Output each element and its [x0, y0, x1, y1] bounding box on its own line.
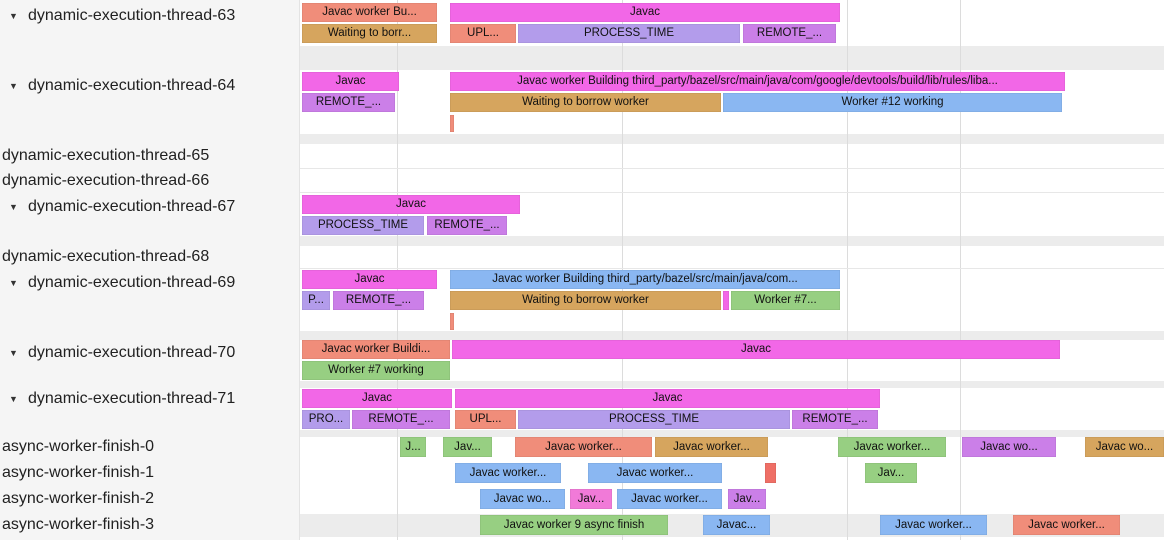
track-label-row: async-worker-finish-2	[2, 489, 154, 509]
track-label-panel: ▼ dynamic-execution-thread-63 ▼ dynamic-exe…	[0, 0, 300, 540]
trace-slice[interactable]: REMOTE_...	[792, 410, 878, 429]
track-label-row: dynamic-execution-thread-68	[2, 247, 209, 267]
trace-slice[interactable]: Javac worker...	[880, 515, 987, 535]
time-gridline	[847, 0, 848, 540]
trace-slice[interactable]: Javac worker Buildi...	[302, 340, 450, 359]
trace-slice[interactable]: REMOTE_...	[302, 93, 395, 112]
trace-slice[interactable]: Worker #7...	[731, 291, 840, 310]
trace-slice[interactable]: Javac worker...	[588, 463, 722, 483]
track-spacer-band	[300, 381, 1164, 388]
trace-slice[interactable]: Jav...	[865, 463, 917, 483]
track-name: dynamic-execution-thread-64	[28, 77, 236, 94]
trace-slice-tick[interactable]	[450, 115, 454, 132]
expander-triangle-icon[interactable]: ▼	[9, 278, 18, 288]
trace-slice[interactable]: Javac	[302, 270, 437, 289]
trace-slice[interactable]: Javac	[450, 3, 840, 22]
track-label-row[interactable]: ▼ dynamic-execution-thread-69	[0, 273, 235, 293]
trace-slice[interactable]: J...	[400, 437, 426, 457]
track-spacer-band	[300, 134, 1164, 144]
trace-slice[interactable]: P...	[302, 291, 330, 310]
expander-triangle-icon[interactable]: ▼	[9, 81, 18, 91]
track-label-row: dynamic-execution-thread-66	[2, 171, 209, 191]
trace-slice[interactable]: Javac worker...	[515, 437, 652, 457]
trace-slice[interactable]: Javac worker...	[838, 437, 946, 457]
track-spacer-band	[300, 331, 1164, 340]
trace-slice[interactable]: Javac worker 9 async finish	[480, 515, 668, 535]
expander-triangle-icon[interactable]: ▼	[9, 394, 18, 404]
trace-slice[interactable]: Javac worker Bu...	[302, 3, 437, 22]
trace-slice[interactable]: Javac	[302, 72, 399, 91]
track-name: dynamic-execution-thread-69	[28, 274, 236, 291]
track-spacer-band	[300, 236, 1164, 246]
track-label-row[interactable]: ▼ dynamic-execution-thread-71	[0, 389, 235, 409]
trace-slice[interactable]: Worker #12 working	[723, 93, 1062, 112]
trace-slice[interactable]: UPL...	[450, 24, 516, 43]
track-label-row: dynamic-execution-thread-65	[2, 146, 209, 166]
trace-slice[interactable]: Jav...	[570, 489, 612, 509]
trace-slice-tick[interactable]	[765, 463, 776, 483]
track-name: async-worker-finish-1	[2, 464, 155, 481]
track-name: dynamic-execution-thread-68	[2, 248, 210, 265]
trace-slice[interactable]: Javac worker...	[1013, 515, 1120, 535]
track-label-row: async-worker-finish-3	[2, 515, 154, 535]
trace-slice[interactable]: Javac	[452, 340, 1060, 359]
trace-slice[interactable]: Javac worker...	[617, 489, 722, 509]
trace-slice[interactable]: REMOTE_...	[333, 291, 424, 310]
track-name: dynamic-execution-thread-65	[2, 147, 210, 164]
trace-slice[interactable]: Jav...	[443, 437, 492, 457]
trace-slice-tick[interactable]	[450, 313, 454, 330]
trace-slice[interactable]: PROCESS_TIME	[302, 216, 424, 235]
trace-slice[interactable]: UPL...	[455, 410, 516, 429]
track-name: dynamic-execution-thread-66	[2, 172, 210, 189]
trace-slice[interactable]: PRO...	[302, 410, 350, 429]
track-separator	[300, 168, 1164, 169]
track-name: dynamic-execution-thread-71	[28, 390, 236, 407]
expander-triangle-icon[interactable]: ▼	[9, 202, 18, 212]
track-spacer-band	[300, 430, 1164, 437]
trace-slice[interactable]: Javac worker...	[455, 463, 561, 483]
trace-slice[interactable]: Javac wo...	[962, 437, 1056, 457]
expander-triangle-icon[interactable]: ▼	[9, 348, 18, 358]
track-label-row: async-worker-finish-1	[2, 463, 154, 483]
trace-slice[interactable]: Javac	[302, 195, 520, 214]
track-separator	[300, 268, 1164, 269]
trace-slice[interactable]: Waiting to borr...	[302, 24, 437, 43]
trace-slice[interactable]: Javac wo...	[480, 489, 565, 509]
track-name: async-worker-finish-0	[2, 438, 155, 455]
trace-slice[interactable]: Waiting to borrow worker	[450, 93, 721, 112]
trace-slice[interactable]: Javac worker Building third_party/bazel/…	[450, 72, 1065, 91]
track-separator	[300, 192, 1164, 193]
trace-slice[interactable]: PROCESS_TIME	[518, 410, 790, 429]
track-label-row: async-worker-finish-0	[2, 437, 154, 457]
trace-slice[interactable]: Waiting to borrow worker	[450, 291, 721, 310]
trace-slice[interactable]: Javac worker...	[655, 437, 768, 457]
track-label-row[interactable]: ▼ dynamic-execution-thread-64	[0, 76, 235, 96]
trace-slice[interactable]: Javac	[455, 389, 880, 408]
trace-slice[interactable]: PROCESS_TIME	[518, 24, 740, 43]
trace-slice[interactable]: Jav...	[728, 489, 766, 509]
trace-slice-tick[interactable]	[723, 291, 729, 310]
expander-triangle-icon[interactable]: ▼	[9, 11, 18, 21]
trace-slice[interactable]: Javac	[302, 389, 452, 408]
track-spacer-band	[300, 46, 1164, 70]
track-name: dynamic-execution-thread-70	[28, 344, 236, 361]
track-label-row[interactable]: ▼ dynamic-execution-thread-70	[0, 343, 235, 363]
track-label-row[interactable]: ▼ dynamic-execution-thread-63	[0, 6, 235, 26]
track-name: dynamic-execution-thread-63	[28, 7, 236, 24]
trace-slice[interactable]: Worker #7 working	[302, 361, 450, 380]
trace-slice[interactable]: Javac wo...	[1085, 437, 1164, 457]
trace-slice[interactable]: REMOTE_...	[352, 410, 450, 429]
trace-slice[interactable]: REMOTE_...	[427, 216, 507, 235]
trace-slice[interactable]: Javac...	[703, 515, 770, 535]
trace-slice[interactable]: Javac worker Building third_party/bazel/…	[450, 270, 840, 289]
track-label-row[interactable]: ▼ dynamic-execution-thread-67	[0, 197, 235, 217]
track-name: async-worker-finish-3	[2, 516, 155, 533]
track-name: dynamic-execution-thread-67	[28, 198, 236, 215]
trace-slice[interactable]: REMOTE_...	[743, 24, 836, 43]
track-name: async-worker-finish-2	[2, 490, 155, 507]
time-gridline	[960, 0, 961, 540]
